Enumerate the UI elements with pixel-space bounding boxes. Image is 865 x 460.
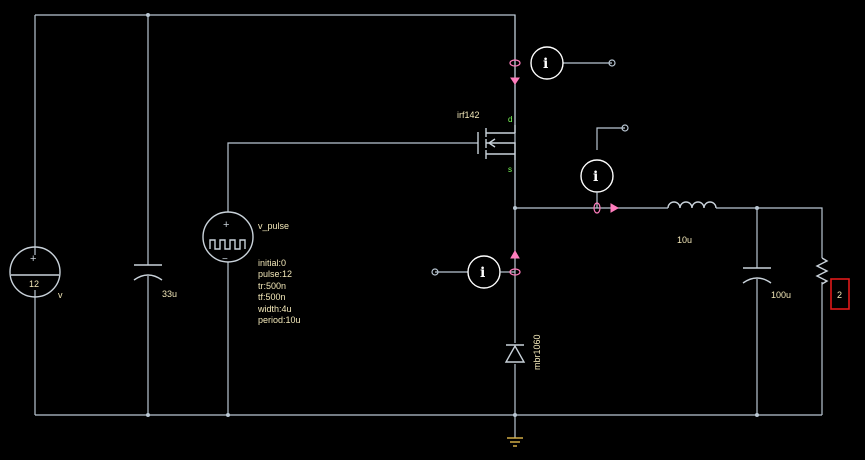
pulse-voltage-source[interactable]: + − v_pulse initial:0 pulse:12 tr:500n t…: [202, 211, 301, 325]
meter-symbol: i: [593, 169, 598, 185]
diode-triangle: [504, 344, 526, 363]
load-resistor[interactable]: 2: [815, 257, 850, 310]
pulse-param: pulse:12: [258, 269, 292, 279]
pulse-param: tf:500n: [258, 292, 286, 302]
ground-icon: [507, 437, 523, 447]
arrow-right-icon: [610, 203, 620, 213]
mosfet-arrow-icon: [487, 138, 496, 148]
plus-icon: +: [223, 219, 229, 231]
junction-dot: [513, 413, 517, 417]
pulse-name: v_pulse: [258, 221, 289, 231]
pulse-param: width:4u: [257, 304, 292, 314]
current-marker-bottom: [509, 249, 521, 276]
diode[interactable]: mbr1060: [504, 334, 542, 370]
mosfet-drain-label: d: [508, 115, 512, 124]
source-name: v: [58, 290, 63, 300]
diode-model: mbr1060: [532, 334, 542, 370]
junction-dot: [146, 413, 150, 417]
square-wave-icon: [209, 239, 246, 250]
meter-circle: [530, 46, 564, 80]
pulse-params: initial:0 pulse:12 tr:500n tf:500n width…: [257, 258, 301, 325]
pulse-param: initial:0: [258, 258, 286, 268]
current-markers: [509, 59, 620, 276]
junction-dot: [755, 206, 759, 210]
wire-output: [515, 207, 823, 415]
current-meter-top[interactable]: i: [530, 46, 616, 80]
dc-voltage-source[interactable]: + 12 v: [9, 246, 63, 300]
cap-in-value: 33u: [162, 289, 177, 299]
meter-symbol: i: [480, 265, 485, 281]
pulse-param: tr:500n: [258, 281, 286, 291]
wire-top-rail: [35, 14, 516, 200]
resistor-zigzag: [815, 257, 829, 285]
mosfet[interactable]: irf142 d s: [457, 110, 516, 174]
source-circle: [9, 246, 61, 298]
probe-terminal[interactable]: [621, 124, 629, 132]
probe-terminal[interactable]: [431, 268, 439, 276]
load-value: 2: [837, 290, 842, 300]
arrow-up-icon: [510, 249, 520, 259]
inductor[interactable]: 10u: [667, 201, 717, 245]
wires: [34, 14, 823, 438]
inductor-coil: [667, 201, 717, 209]
inductor-value: 10u: [677, 235, 692, 245]
probe-terminal[interactable]: [608, 59, 616, 67]
cap-plate-curved: [742, 277, 772, 284]
plus-icon: +: [30, 253, 36, 265]
current-meter-bottom[interactable]: i: [431, 255, 515, 289]
pulse-param: period:10u: [258, 315, 301, 325]
arrow-down-icon: [510, 77, 520, 85]
current-meter-mid[interactable]: i: [580, 124, 629, 208]
junction-dot: [226, 413, 230, 417]
pulse-circle: [202, 211, 254, 263]
cap-out-value: 100u: [771, 290, 791, 300]
meter-symbol: i: [543, 56, 548, 72]
mosfet-source-label: s: [508, 165, 512, 174]
minus-icon: −: [222, 254, 228, 265]
junctions: [146, 13, 759, 417]
cap-plate-curved: [133, 274, 163, 281]
junction-dot: [146, 13, 150, 17]
current-marker-top: [509, 59, 521, 85]
wire-gate: [227, 142, 478, 415]
source-value: 12: [29, 279, 39, 289]
junction-dot: [755, 413, 759, 417]
junction-dot: [513, 206, 517, 210]
mosfet-model: irf142: [457, 110, 480, 120]
output-capacitor[interactable]: 100u: [742, 267, 791, 300]
load-highlight-box: [830, 278, 850, 310]
current-marker-mid: [593, 202, 620, 214]
mosfet-leads: [486, 132, 516, 160]
wire-meter-mid-lead: [596, 127, 625, 150]
input-capacitor[interactable]: 33u: [133, 264, 177, 299]
